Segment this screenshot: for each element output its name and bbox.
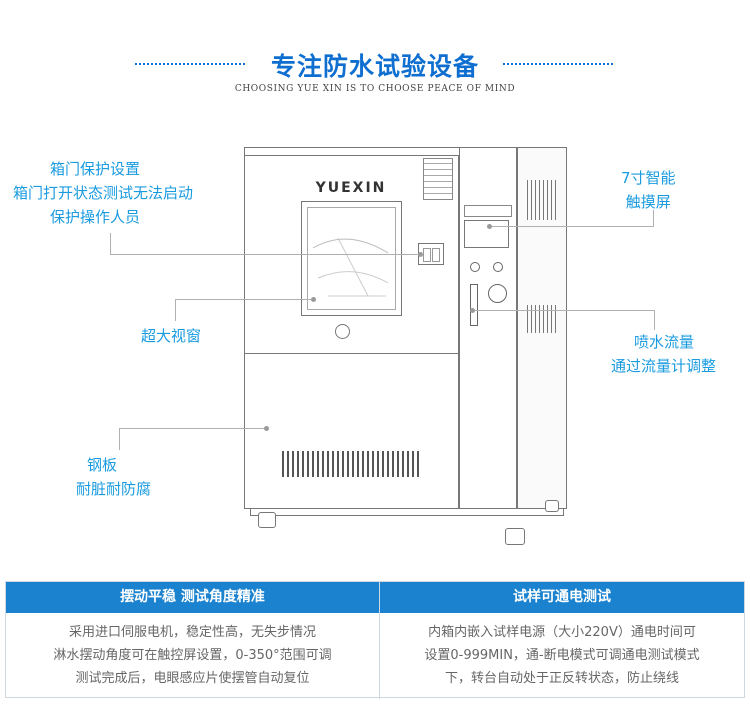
control-knob-2: [493, 262, 503, 272]
callout-touch: 7寸智能 触摸屏: [621, 169, 676, 211]
top-edge: [244, 147, 459, 148]
table-header-left: 摆动平稳 测试角度精准: [120, 589, 265, 605]
callout-door-dot: [418, 252, 423, 257]
vent-slots: [282, 451, 422, 477]
callout-window-line-v: [175, 299, 176, 321]
caster-right: [505, 528, 525, 545]
pressure-gauge: [488, 284, 507, 303]
top-edge-2: [244, 147, 245, 155]
control-knob-1: [470, 262, 480, 272]
caster-right-back: [545, 500, 559, 512]
side-vents-bottom: [527, 305, 557, 333]
callout-steel-line-v: [119, 428, 120, 450]
cabinet-lower: [244, 353, 459, 509]
callout-touch-line-h: [490, 226, 654, 227]
table-header: [6, 582, 744, 613]
callout-steel-line-h: [119, 428, 267, 429]
viewing-window-inner: [307, 207, 396, 310]
callout-touch-line-v: [653, 210, 654, 227]
caster-left: [258, 512, 276, 528]
title-right-dots: [503, 63, 613, 65]
callout-steel-dot: [264, 426, 269, 431]
page-title: 专注防水试验设备: [270, 52, 479, 81]
machine-base: [250, 509, 564, 516]
control-column: [459, 147, 517, 509]
callout-touch-dot: [487, 224, 492, 229]
table-cell-right: 内箱内嵌入试样电源（大小220V）通电时间可 设置0-999MIN，通-断电模式…: [424, 625, 700, 686]
callout-flow-line-v: [654, 310, 655, 330]
door-knob: [335, 324, 350, 339]
table-divider: [379, 582, 380, 699]
title-left-dots: [135, 63, 245, 65]
callout-door-line-v: [110, 233, 111, 255]
callout-steel: 钢板 耐脏耐防腐: [76, 456, 152, 498]
side-vents-top: [527, 180, 557, 220]
feature-table: 摆动平稳 测试角度精准 试样可通电测试 采用进口伺服电机，稳定性高，无失步情况 …: [5, 581, 745, 699]
door-switch: [418, 243, 444, 265]
brand-logo: YUEXIN: [315, 180, 387, 196]
callout-flow: 喷水流量 通过流量计调整: [611, 333, 717, 375]
callout-flow-dot: [470, 308, 475, 313]
page-subtitle: CHOOSING YUE XIN IS TO CHOOSE PEACE OF M…: [234, 84, 516, 94]
flowmeter: [470, 284, 478, 326]
callout-door-protect: 箱门保护设置 箱门打开状态测试无法启动 保护操作人员: [13, 160, 194, 226]
callout-door-line-h: [110, 254, 422, 255]
table-cell-left: 采用进口伺服电机，稳定性高，无失步情况 淋水摆动角度可在触控屏设置，0-350°…: [53, 625, 332, 686]
warning-label: [423, 158, 453, 200]
window-sketch: [312, 237, 389, 297]
callout-flow-line-h: [474, 310, 655, 311]
callout-window-line-h: [175, 299, 314, 300]
table-header-right: 试样可通电测试: [513, 589, 611, 605]
touch-screen: [464, 205, 512, 217]
touch-screen-display: [464, 220, 509, 248]
callout-window: 超大视窗: [141, 327, 202, 345]
callout-window-dot: [311, 297, 316, 302]
